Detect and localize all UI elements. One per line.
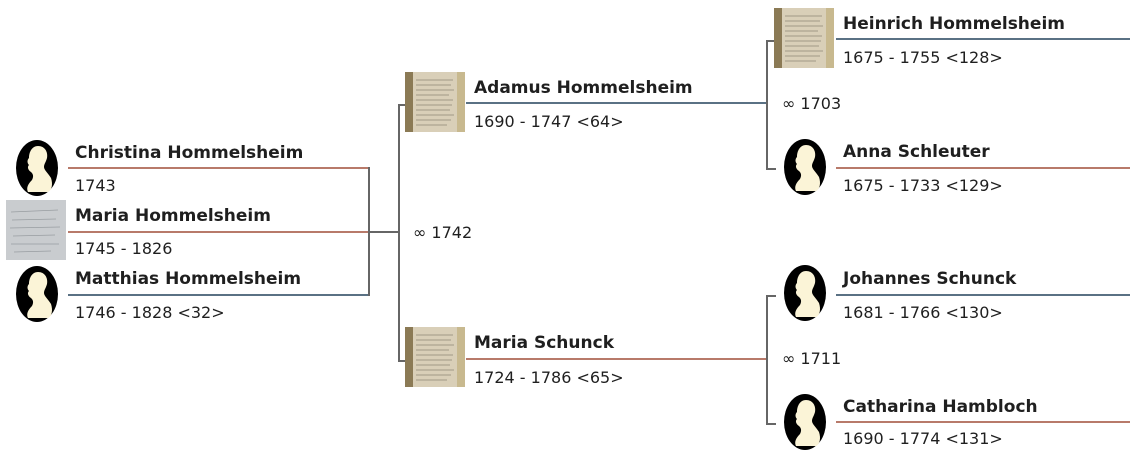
mother-name[interactable]: Maria Schunck	[474, 333, 615, 353]
child-3-line	[68, 294, 370, 296]
child-2-name[interactable]: Maria Hommelsheim	[75, 206, 271, 226]
grandmother-maternal-line	[836, 421, 1130, 423]
grandmother-paternal-line	[836, 167, 1130, 169]
grandmother-maternal-name[interactable]: Catharina Hambloch	[843, 397, 1038, 417]
father-dates: 1690 - 1747 <64>	[474, 112, 624, 131]
child-2-dates: 1745 - 1826	[75, 239, 173, 258]
female-silhouette-icon	[782, 137, 828, 197]
parents-marriage: ∞ 1742	[413, 223, 473, 242]
maternal-tick-bottom	[766, 423, 776, 425]
child-1-dates: 1743	[75, 176, 116, 195]
mother-tick	[398, 360, 408, 362]
female-silhouette-icon	[14, 264, 60, 324]
grandfather-paternal-name[interactable]: Heinrich Hommelsheim	[843, 14, 1065, 34]
sibling-bracket	[368, 167, 370, 296]
female-silhouette-icon	[782, 263, 828, 323]
child-1-line	[68, 167, 370, 169]
grandmother-maternal-dates: 1690 - 1774 <131>	[843, 429, 1003, 448]
child-1-name[interactable]: Christina Hommelsheim	[75, 143, 304, 163]
grandmother-paternal-name[interactable]: Anna Schleuter	[843, 142, 990, 162]
mother-dates: 1724 - 1786 <65>	[474, 368, 624, 387]
document-photo-icon	[405, 72, 465, 132]
grandfather-maternal-name[interactable]: Johannes Schunck	[843, 269, 1017, 289]
mother-line	[466, 358, 768, 360]
paternal-bracket	[766, 40, 768, 170]
female-silhouette-icon	[14, 138, 60, 198]
grandfather-paternal-dates: 1675 - 1755 <128>	[843, 48, 1003, 67]
grandfather-maternal-line	[836, 294, 1130, 296]
female-silhouette-icon	[782, 392, 828, 450]
child-2-line	[68, 231, 370, 233]
paternal-tick-top	[766, 40, 776, 42]
grandfather-paternal-line	[836, 38, 1130, 40]
child-3-name[interactable]: Matthias Hommelsheim	[75, 269, 302, 289]
grandfather-maternal-dates: 1681 - 1766 <130>	[843, 303, 1003, 322]
father-tick	[398, 104, 408, 106]
parent-bracket	[398, 104, 400, 362]
grandmother-paternal-dates: 1675 - 1733 <129>	[843, 176, 1003, 195]
paternal-tick-bottom	[766, 168, 776, 170]
child-3-dates: 1746 - 1828 <32>	[75, 303, 225, 322]
document-photo-icon	[6, 200, 66, 260]
maternal-bracket	[766, 295, 768, 425]
maternal-tick-top	[766, 295, 776, 297]
father-name[interactable]: Adamus Hommelsheim	[474, 78, 693, 98]
family-link	[370, 231, 400, 233]
paternal-marriage: ∞ 1703	[782, 94, 842, 113]
document-photo-icon	[774, 8, 834, 68]
father-line	[466, 102, 768, 104]
document-photo-icon	[405, 327, 465, 387]
maternal-marriage: ∞ 1711	[782, 349, 842, 368]
